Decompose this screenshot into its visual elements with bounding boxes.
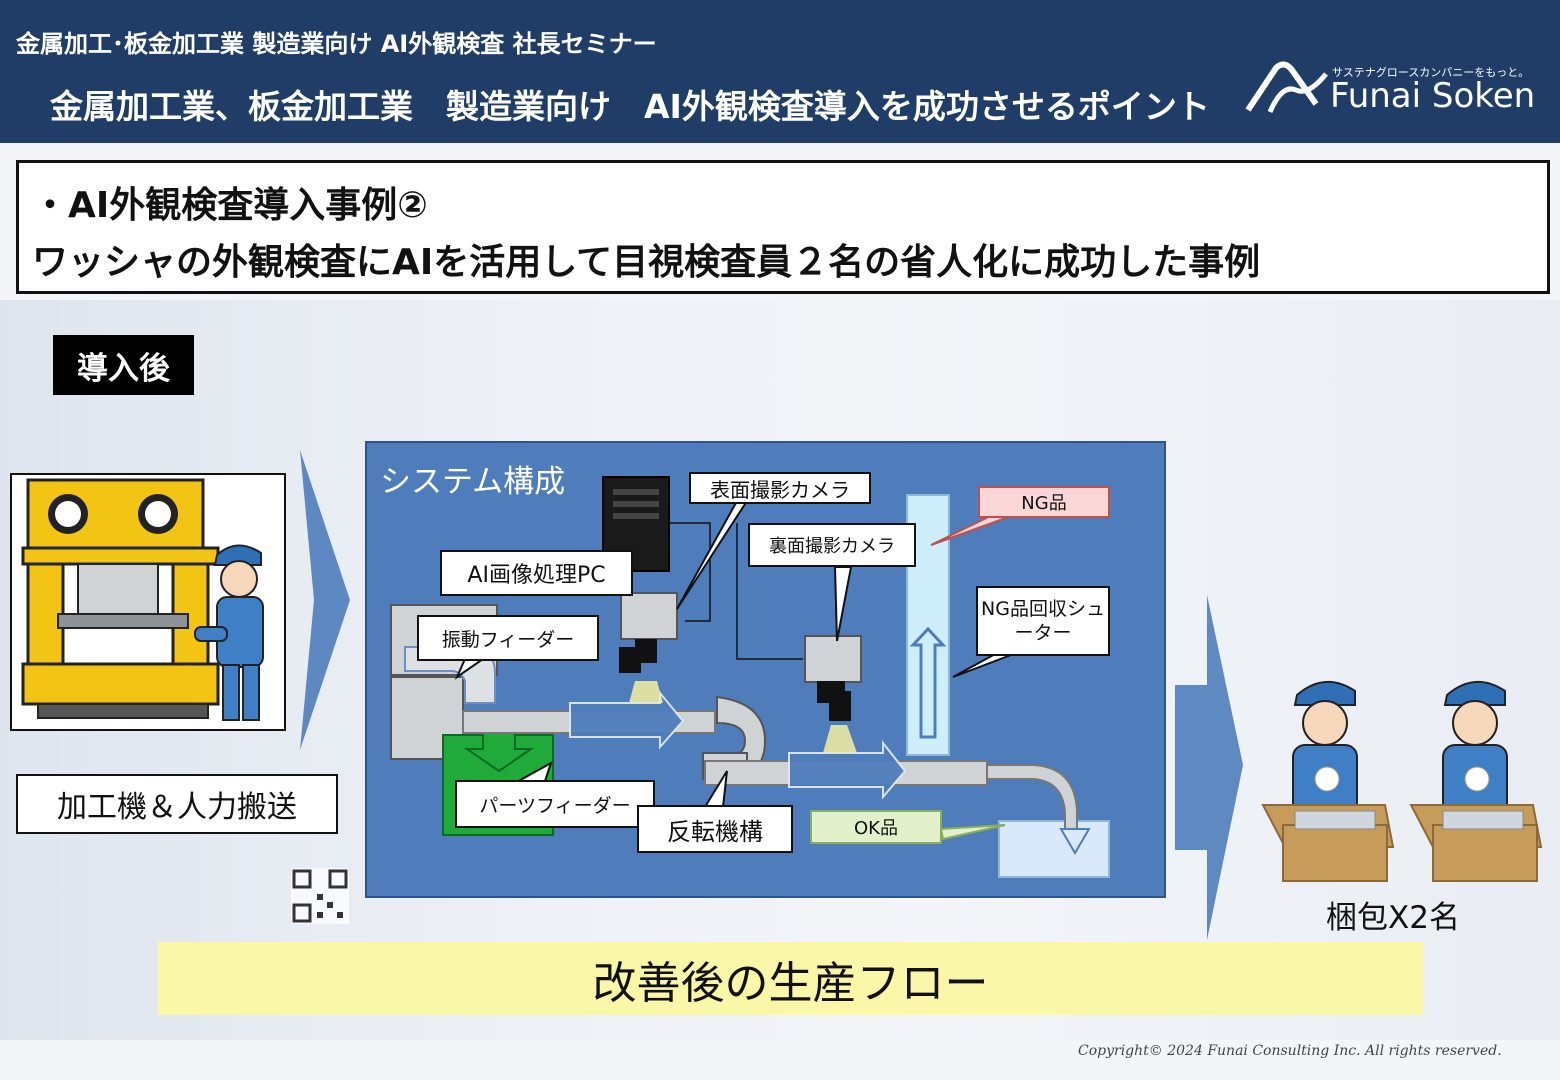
headline-box xyxy=(16,160,1550,294)
ok-item-label: OK品 xyxy=(810,810,942,844)
seminar-title: 金属加工･板金加工業 製造業向け AI外観検査 社長セミナー xyxy=(16,30,657,58)
funai-wave-logo-icon xyxy=(1245,61,1328,114)
flow-arrow-left xyxy=(300,450,350,750)
worker-icon xyxy=(1442,680,1508,816)
packing-label: 梱包X2名 xyxy=(1326,900,1460,936)
press-machine-icon xyxy=(21,478,220,719)
slide-title: 金属加工業、板金加工業 製造業向け AI外観検査導入を成功させるポイント xyxy=(50,87,1210,126)
after-badge: 導入後 xyxy=(53,335,194,395)
system-title: システム構成 xyxy=(380,464,566,500)
headline-line2: ワッシャの外観検査にAIを活用して目視検査員２名の省人化に成功した事例 xyxy=(32,242,1261,283)
header-bar xyxy=(0,0,1560,143)
cardboard-box-icon xyxy=(1261,804,1395,882)
logo-name: Funai Soken xyxy=(1330,76,1536,116)
copyright: Copyright© 2024 Funai Consulting Inc. Al… xyxy=(1078,1043,1502,1059)
vibration-feeder-label: 振動フィーダー xyxy=(417,615,599,661)
cardboard-box-icon xyxy=(1409,804,1543,882)
worker-icon xyxy=(194,544,264,721)
ai-pc-label: AI画像処理PC xyxy=(440,550,633,596)
logo-tagline: サステナグロースカンパニーをもっと。 xyxy=(1332,66,1530,79)
flow-banner: 改善後の生産フロー xyxy=(158,942,1423,1015)
camera-icon xyxy=(804,635,862,753)
front-camera-label: 表面撮影カメラ xyxy=(689,472,871,504)
ng-chute-label: NG品回収シューター xyxy=(976,586,1110,656)
qr-code-icon xyxy=(291,868,349,924)
back-camera-label: 裏面撮影カメラ xyxy=(748,523,916,567)
camera-icon xyxy=(619,592,678,703)
parts-feeder-label: パーツフィーダー xyxy=(455,780,655,828)
ng-item-label: NG品 xyxy=(978,486,1110,518)
machine-caption: 加工機＆人力搬送 xyxy=(16,774,338,834)
headline-line1: ・AI外観検査導入事例② xyxy=(32,185,428,226)
server-pc-icon xyxy=(602,476,670,572)
packing-workers xyxy=(1261,680,1543,882)
flip-mechanism-label: 反転機構 xyxy=(637,805,793,853)
flow-arrow-right xyxy=(1175,595,1243,940)
worker-icon xyxy=(1292,680,1358,816)
